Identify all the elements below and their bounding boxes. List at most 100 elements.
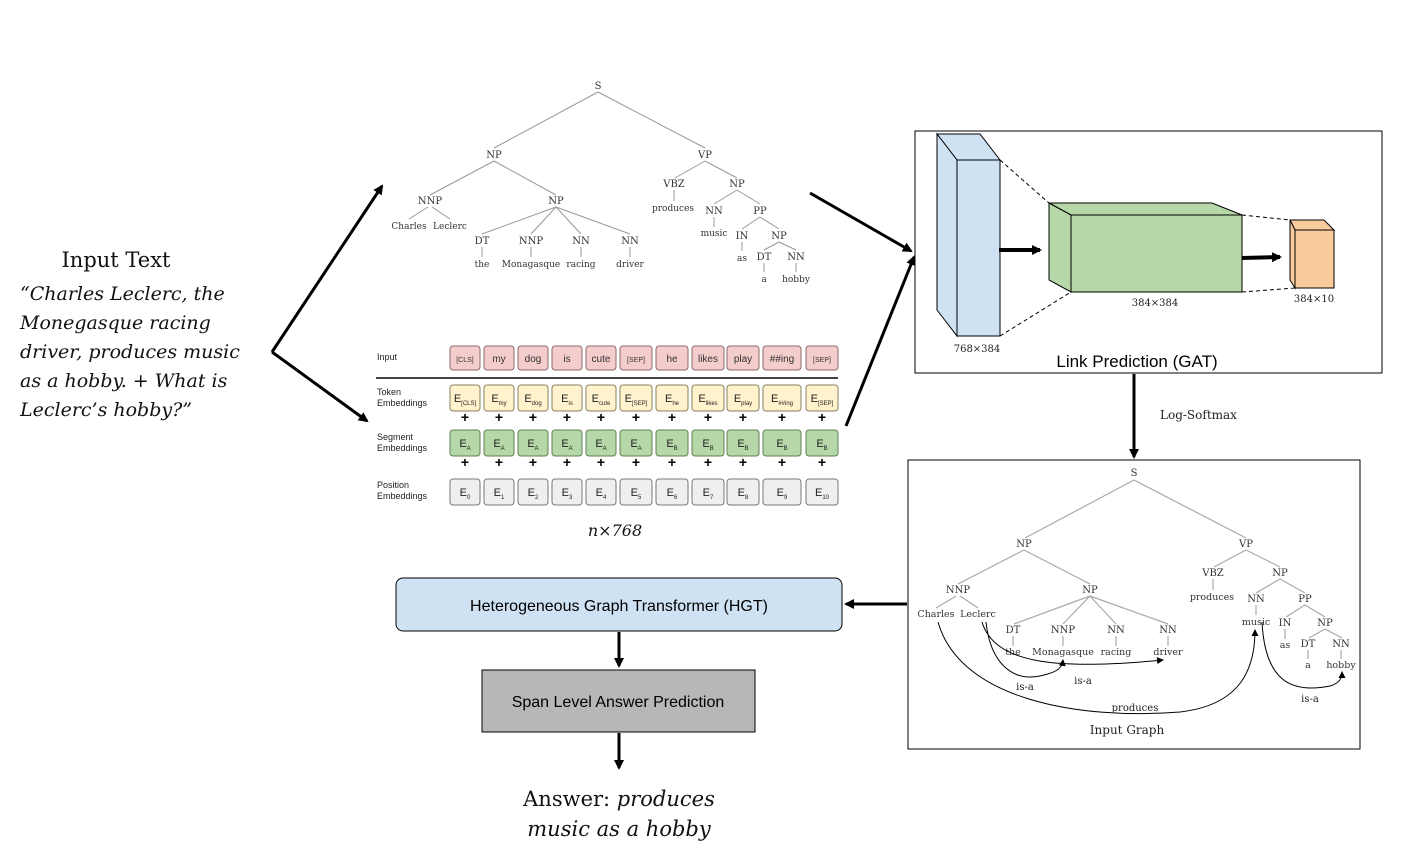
edge-label-isa-3: is-a <box>1301 694 1319 705</box>
tree-leaf-as: as <box>737 254 747 264</box>
token-embedding-text: Ehe <box>665 393 680 407</box>
input-fork-arrows <box>270 184 384 423</box>
hgt-label: Heterogeneous Graph Transformer (HGT) <box>470 598 768 615</box>
position-embedding-text: E2 <box>528 487 539 501</box>
tree-node-nn: NN <box>621 236 639 247</box>
position-cell: E3 <box>551 478 583 506</box>
embedding-letter: E <box>460 487 467 499</box>
segment-cell: EA <box>483 429 515 457</box>
embedding-letter: E <box>702 438 709 450</box>
token-embedding-text: E[SEP] <box>625 393 648 407</box>
embedding-letter: E <box>524 393 531 405</box>
input-cell: cute <box>585 345 617 371</box>
tree-leaf-driver: driver <box>616 260 644 270</box>
position-embedding-text: E10 <box>815 487 830 501</box>
segment-embedding-text: EA <box>595 438 606 452</box>
embedding-letter: E <box>734 393 741 405</box>
embedding-subscript: B <box>710 446 714 452</box>
token-embedding-text: E[SEP] <box>811 393 834 407</box>
gat-flow-arrows <box>999 245 1282 263</box>
plus-sign: + <box>704 409 712 425</box>
embedding-subscript: B <box>824 446 828 452</box>
embedding-subscript: 7 <box>710 495 714 501</box>
tree-node-dt: DT <box>757 252 772 263</box>
segment-cell: EB <box>726 429 760 457</box>
hgt-block: Heterogeneous Graph Transformer (HGT) <box>395 577 843 632</box>
segment-embedding-text: EB <box>737 438 748 452</box>
segment-embedding-text: EA <box>561 438 572 452</box>
input-text-line-4: as a hobby. + What is <box>20 370 228 392</box>
answer-block: Answer: produces music as a hobby <box>522 787 715 841</box>
input-text-heading: Input Text <box>62 248 172 272</box>
position-embedding-text: E0 <box>460 487 471 501</box>
embedding-letter: E <box>630 438 637 450</box>
log-softmax-label: Log-Softmax <box>1160 408 1237 422</box>
input-text-line-3: driver, produces music <box>20 341 240 363</box>
answer-line-1: Answer: produces <box>522 787 715 811</box>
graph-node-np: NP <box>1317 618 1333 629</box>
token-embedding-text: Eplay <box>734 393 752 407</box>
input-token-text: [SEP] <box>627 357 645 364</box>
embedding-letter: E <box>631 487 638 499</box>
graph-node-pp: PP <box>1298 594 1312 605</box>
embedding-subscript: A <box>501 446 505 452</box>
input-text-line-1: “Charles Leclerc, the <box>20 283 225 305</box>
segment-embedding-text: EB <box>702 438 713 452</box>
plus-sign: + <box>461 454 469 470</box>
row-label-position-1: Position <box>377 480 409 490</box>
embedding-subscript: [SEP] <box>818 401 834 407</box>
embedding-letter: E <box>528 487 535 499</box>
embedding-letter: E <box>777 487 784 499</box>
tree-leaf-leclerc: Leclerc <box>433 222 467 232</box>
embedding-subscript: 1 <box>501 495 505 501</box>
embedding-subscript: ##ing <box>778 401 793 407</box>
token-embedding-text: Elikes <box>698 393 717 407</box>
embedding-subscript: B <box>745 446 749 452</box>
tree-node-in: IN <box>736 231 749 242</box>
tree-node-vp: VP <box>697 150 712 161</box>
graph-node-nn: NN <box>1107 625 1125 636</box>
input-token-text: play <box>734 354 752 365</box>
tree-node-nnp: NNP <box>519 236 544 247</box>
row-label-token-2: Embeddings <box>377 398 428 408</box>
bert-embeddings-figure: Input Token Embeddings Segment Embedding… <box>376 345 839 540</box>
token-cell: E[SEP] <box>805 384 839 412</box>
embedding-letter: E <box>811 393 818 405</box>
embedding-letter: E <box>561 393 568 405</box>
graph-node-nn: NN <box>1247 594 1265 605</box>
gat-title: Link Prediction (GAT) <box>1056 352 1217 371</box>
graph-leaf-leclerc: Leclerc <box>960 609 996 620</box>
embedding-subscript: 4 <box>603 495 607 501</box>
segment-embedding-text: EA <box>459 438 470 452</box>
embedding-subscript: 8 <box>745 495 749 501</box>
graph-node-nnp: NNP <box>946 585 971 596</box>
plus-sign: + <box>563 454 571 470</box>
plus-sign: + <box>529 409 537 425</box>
input-token-text: [SEP] <box>813 357 831 364</box>
embedding-letter: E <box>561 438 568 450</box>
tree-leaf-hobby: hobby <box>782 275 811 285</box>
graph-node-np: NP <box>1082 585 1098 596</box>
graph-node-nn: NN <box>1332 639 1350 650</box>
plus-sign: + <box>529 454 537 470</box>
segment-cell: EB <box>655 429 689 457</box>
plus-sign: + <box>668 454 676 470</box>
input-cell: [SEP] <box>805 345 839 371</box>
plus-sign: + <box>632 454 640 470</box>
position-cell: E6 <box>655 478 689 506</box>
embedding-letter: E <box>698 393 705 405</box>
embedding-letter: E <box>454 393 461 405</box>
input-cell: my <box>483 345 515 371</box>
segment-cell: EA <box>551 429 583 457</box>
segment-cell: EB <box>762 429 802 457</box>
segment-embedding-text: EB <box>776 438 787 452</box>
token-cell: Ehe <box>655 384 689 412</box>
gat-layer-3-block <box>1289 219 1336 290</box>
token-embedding-text: Edog <box>524 393 541 407</box>
token-cell: Ecute <box>585 384 617 412</box>
position-embedding-text: E5 <box>631 487 642 501</box>
edge-label-isa-1: is-a <box>1016 682 1034 693</box>
embedding-letter: E <box>738 487 745 499</box>
graph-leaf-the: the <box>1005 647 1021 658</box>
embedding-subscript: likes <box>706 401 718 407</box>
